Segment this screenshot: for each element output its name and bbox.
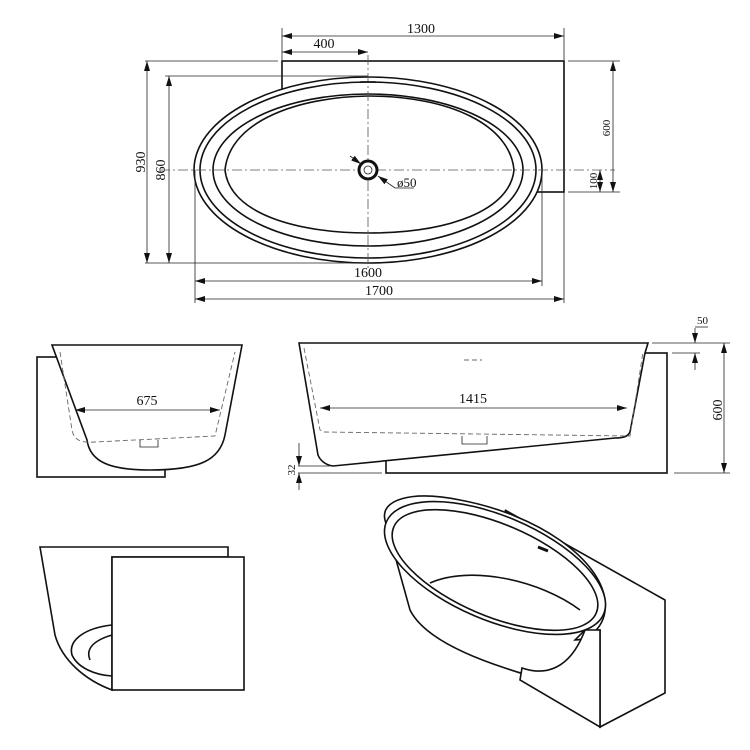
dim-1415: 1415 [459, 392, 487, 407]
dim-600-side: 600 [711, 400, 726, 421]
inner-hidden-line [303, 347, 644, 437]
drain-icon [357, 159, 379, 181]
dim-32: 32 [286, 465, 298, 476]
tub-basin-floor [224, 95, 515, 234]
drain-diameter-label: ø50 [397, 175, 417, 190]
dim-860: 860 [154, 160, 169, 181]
side-view: 1415 600 50 32 [286, 315, 730, 490]
dim-100: 100 [588, 172, 600, 189]
top-view: ø50 1300 400 930 860 1600 1700 600 100 [134, 22, 620, 303]
dim-930: 930 [134, 152, 149, 173]
iso-panel-front [519, 629, 601, 729]
inner-hidden-line [59, 351, 236, 443]
tub-rear-curve [70, 624, 113, 677]
iso-tub-floor [429, 574, 581, 611]
dim-1700: 1700 [365, 284, 393, 299]
isometric-view [383, 495, 666, 729]
dim-675: 675 [137, 394, 158, 409]
dim-1300: 1300 [407, 22, 435, 37]
dim-400: 400 [314, 37, 335, 52]
drain-inner [363, 165, 373, 175]
rear-perspective-view [39, 546, 245, 692]
iso-overflow [537, 545, 549, 553]
dim-1600: 1600 [354, 266, 382, 281]
iso-tub-rim [383, 500, 607, 636]
iso-tub-rim-inner [391, 508, 599, 632]
end-view: 675 [36, 344, 243, 478]
back-panel-rear [111, 556, 245, 691]
leader [377, 175, 396, 189]
dim-600-top: 600 [601, 119, 613, 136]
drain-section [461, 436, 488, 445]
tub-rear-curve-inner [88, 634, 113, 661]
drain-section [139, 440, 159, 448]
dim-50: 50 [697, 315, 709, 327]
leader [349, 155, 362, 165]
